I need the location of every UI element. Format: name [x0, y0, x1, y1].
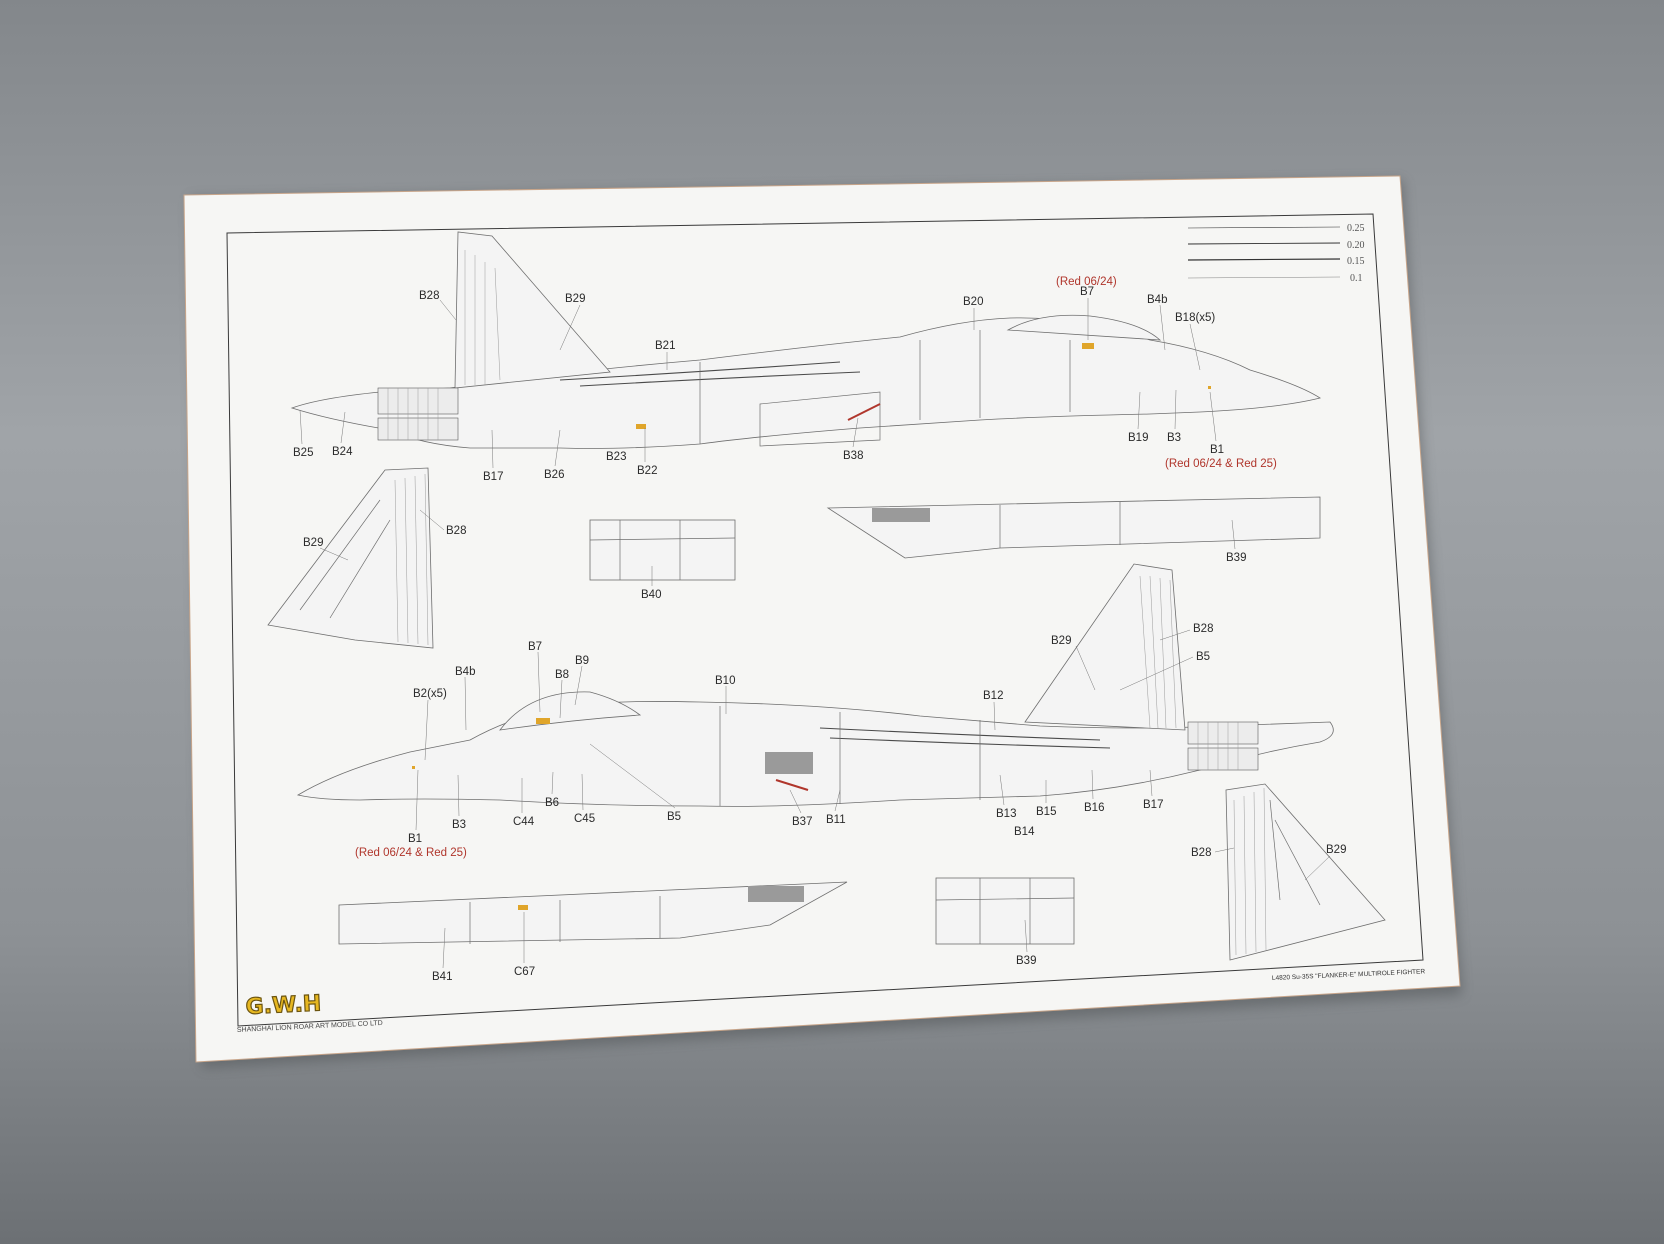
callout-label: B17 [483, 471, 503, 483]
callout-label: B29 [303, 537, 323, 549]
callout-label: B17 [1143, 799, 1163, 811]
callout-label: B19 [1128, 432, 1148, 444]
callout-label: B13 [996, 808, 1016, 820]
scale-label: 0.15 [1347, 256, 1365, 267]
callout-label: B4b [455, 666, 475, 678]
callout-label: B28 [1191, 847, 1211, 859]
aircraft-side-view-top [290, 231, 1321, 449]
aircraft-side-view-bottom [296, 563, 1334, 807]
sheet-frame [226, 213, 1424, 1027]
tail-detail-left: B29 B28 [267, 467, 466, 649]
callout-label: B1 [408, 833, 422, 845]
callout-label: B11 [826, 814, 846, 826]
callout-label: B39 [1226, 552, 1246, 564]
callout-label: B24 [332, 446, 353, 458]
callout-label: C44 [513, 816, 535, 828]
callout-label: B28 [419, 290, 439, 302]
red-note: (Red 06/24 & Red 25) [1165, 458, 1277, 470]
callout-label: B41 [432, 971, 452, 983]
brand-logo: G.W.H [245, 991, 322, 1020]
scale-label: 0.1 [1350, 273, 1363, 284]
callout-label: B39 [1016, 955, 1036, 967]
callout-label: B8 [555, 669, 569, 681]
callout-label: B10 [715, 675, 735, 687]
callout-label: B29 [565, 293, 585, 305]
callout-label: B29 [1051, 635, 1071, 647]
detail-panel-b39-top: B39 [826, 496, 1321, 564]
callout-label: B7 [1080, 286, 1094, 298]
callout-label: B15 [1036, 806, 1056, 818]
callout-label: B29 [1326, 844, 1346, 856]
callout-label: B3 [1167, 432, 1181, 444]
scale-label: 0.25 [1347, 223, 1365, 234]
red-note: (Red 06/24 & Red 25) [355, 847, 467, 859]
detail-panel-b40: B40 [589, 519, 736, 601]
callout-label: B9 [575, 655, 589, 667]
callout-label: B6 [545, 797, 559, 809]
labels-top: B28 B29 B21 B20 B7 B4b B18(x5) B25 B24 B… [293, 276, 1277, 483]
scale-label: 0.20 [1347, 240, 1365, 251]
callout-label: B26 [544, 469, 564, 481]
callout-label: B5 [667, 811, 681, 823]
red-note: (Red 06/24) [1056, 276, 1117, 288]
callout-label: B20 [963, 296, 983, 308]
callout-label: C45 [574, 813, 595, 825]
callout-label: B2(x5) [413, 688, 447, 700]
tail-detail-right: B28 B29 [1191, 783, 1386, 961]
callout-label: B16 [1084, 802, 1104, 814]
callout-label: B22 [637, 465, 657, 477]
callout-label: B18(x5) [1175, 312, 1215, 324]
callout-label: B5 [1196, 651, 1210, 663]
callout-label: B12 [983, 690, 1003, 702]
callout-label: B3 [452, 819, 466, 831]
callout-label: B14 [1014, 826, 1035, 838]
callout-label: B38 [843, 450, 863, 462]
callout-label: B25 [293, 447, 313, 459]
scale-bar: 0.25 0.20 0.15 0.1 [1187, 223, 1365, 284]
callout-label: B1 [1210, 444, 1224, 456]
callout-label: B37 [792, 816, 812, 828]
callout-label: B4b [1147, 294, 1167, 306]
labels-bottom: B7 B9 B8 B4b B2(x5) B10 B12 B29 B28 B5 B… [355, 623, 1213, 859]
callout-label: B40 [641, 589, 661, 601]
callout-label: B21 [655, 340, 675, 352]
callout-label: B7 [528, 641, 542, 653]
detail-panel-b39-bottom: B39 [935, 877, 1075, 967]
callout-label: C67 [514, 966, 535, 978]
callout-label: B28 [446, 525, 466, 537]
detail-panel-b41: B41 C67 [338, 881, 848, 983]
callout-label: B28 [1193, 623, 1213, 635]
callout-label: B23 [606, 451, 626, 463]
